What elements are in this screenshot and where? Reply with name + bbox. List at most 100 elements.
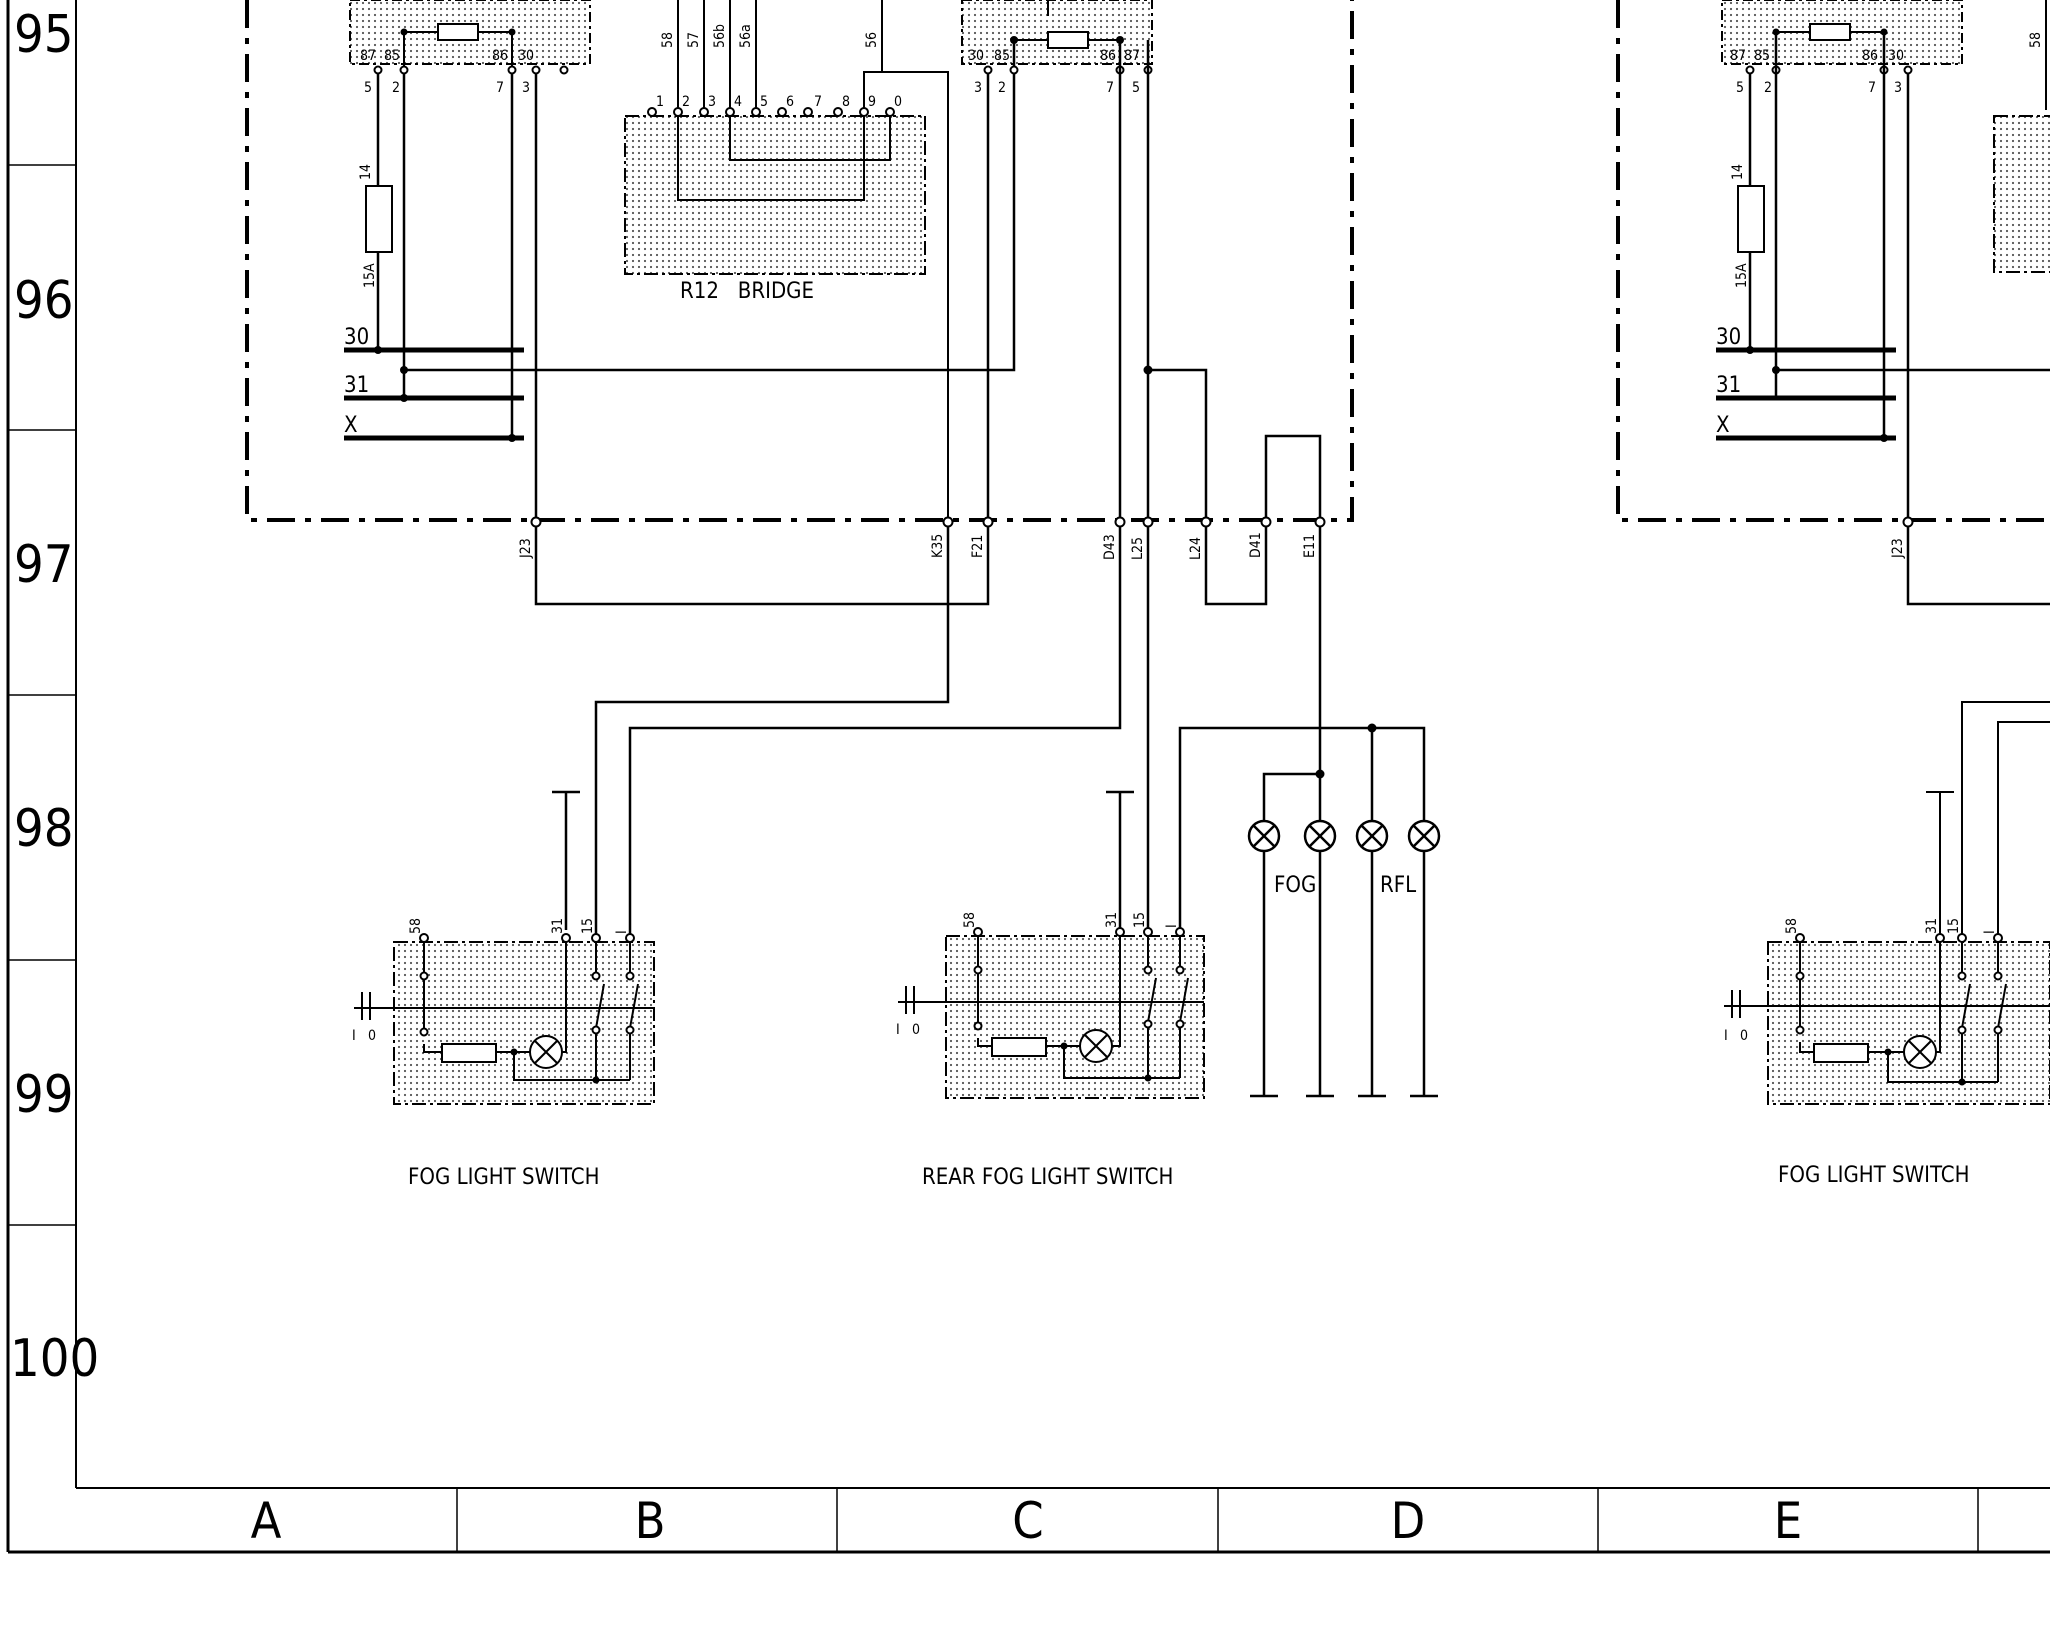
relay-pin-label: 5: [364, 80, 372, 96]
relay-pin-label: 30: [1888, 48, 1904, 64]
bridge-pin-label: 9: [868, 94, 876, 110]
relay-pin-label: 3: [522, 80, 530, 96]
fuse-rating-label: 15A: [362, 263, 378, 288]
bus-label: X: [344, 413, 358, 438]
row-label: 98: [14, 799, 74, 859]
relay-pin-label: 30: [518, 48, 534, 64]
fuse-number-label: 14: [1730, 164, 1746, 180]
connector-label: J23: [518, 538, 534, 559]
bridge-pin-label: 8: [842, 94, 850, 110]
boundary-connectors: J23 K35 F21 D43 L25 L24 D41 E11: [518, 516, 1326, 560]
switch-position-label: I: [1724, 1028, 1728, 1044]
relay-pin-label: 2: [1764, 80, 1772, 96]
switch-position-label: 0: [368, 1028, 376, 1044]
bus-label: 31: [1716, 373, 1741, 398]
bus-label: 30: [1716, 325, 1741, 350]
bridge-pin-label: 4: [734, 94, 742, 110]
row-label: 97: [14, 535, 74, 595]
bridge-label: R12 BRIDGE: [680, 279, 814, 304]
switch-pin-label: 58: [962, 912, 978, 928]
fuse-rating-label: 15A: [1734, 263, 1750, 288]
switch-pin-label: I: [1982, 930, 1998, 934]
lamp-icon: [1247, 819, 1281, 853]
lamp-icon: [1407, 819, 1441, 853]
column-label: B: [635, 1492, 666, 1550]
relay-pin-label: 2: [998, 80, 1006, 96]
row-label: 100: [10, 1329, 99, 1389]
bridge-terminal-label: 56: [864, 32, 880, 48]
bridge-pin-label: 6: [786, 94, 794, 110]
fog-light-switch: 58 31 15 I I 0: [352, 918, 655, 1105]
bridge-terminal-label: 57: [686, 32, 702, 48]
relay-pin-label: 7: [1106, 80, 1114, 96]
switch-pin-label: 31: [1104, 912, 1120, 928]
lamp-icon: [1355, 819, 1389, 853]
switch-position-label: I: [896, 1022, 900, 1038]
relay-pin-label: 5: [1132, 80, 1140, 96]
switch-pin-label: 15: [1946, 918, 1962, 934]
relay-pin-label: 3: [974, 80, 982, 96]
switch-pin-label: 15: [580, 918, 596, 934]
switch-pin-label: I: [1164, 924, 1180, 928]
bridge-pin-label: 5: [760, 94, 768, 110]
relay-pin-label: 87: [1124, 48, 1140, 64]
lamp-icon: [1303, 819, 1337, 853]
relay-center: 30 85 86 87 3 2 7 5: [961, 0, 1322, 520]
bridge-terminal-label: 56a: [738, 24, 754, 48]
relay-pin-label: 86: [1100, 48, 1116, 64]
column-label: A: [251, 1492, 282, 1550]
relay-pin-label: 86: [1862, 48, 1878, 64]
right-duplicate-section: 87 85 86 30 5 2 7 3 14 15A: [1716, 0, 2050, 1105]
switch-pin-label: 58: [1784, 918, 1800, 934]
bridge-pin-label: 0: [894, 94, 902, 110]
column-label: E: [1774, 1492, 1802, 1550]
bus-label: 30: [344, 325, 369, 350]
row-labels: 95 96 97 98 99 100: [10, 5, 99, 1389]
column-label: D: [1391, 1492, 1426, 1550]
connector-label: D41: [1248, 532, 1264, 558]
relay-pin-label: 85: [384, 48, 400, 64]
relay-left: 87 85 86 30 5 2 7 3 14 15A: [344, 0, 1016, 520]
relay-pin-label: 86: [492, 48, 508, 64]
fog-light-switch-caption: FOG LIGHT SWITCH: [408, 1165, 600, 1190]
connector-label: E11: [1302, 534, 1318, 558]
column-label: C: [1012, 1492, 1043, 1550]
switch-pin-label: 31: [1924, 918, 1940, 934]
relay-pin-label: 7: [1868, 80, 1876, 96]
connector-label: K35: [930, 534, 946, 558]
bridge-terminal-label: 58: [2028, 32, 2044, 48]
rear-fog-light-switch: 58 31 15 I I 0: [896, 912, 1205, 1099]
switch-pin-label: 31: [550, 918, 566, 934]
relay-pin-label: 85: [1754, 48, 1770, 64]
connector-label: L25: [1130, 537, 1146, 560]
rear-fog-lamp-label: RFL: [1380, 873, 1416, 898]
bridge-pin-label: 2: [682, 94, 690, 110]
bridge-pin-label: 3: [708, 94, 716, 110]
relay-pin-label: 2: [392, 80, 400, 96]
relay-pin-label: 3: [1894, 80, 1902, 96]
bridge-pin-label: 1: [656, 94, 664, 110]
row-label: 96: [14, 271, 74, 331]
connector-label: L24: [1188, 537, 1204, 560]
relay-pin-label: 5: [1736, 80, 1744, 96]
connector-label: D43: [1102, 534, 1118, 560]
bridge-terminal-label: 56b: [712, 24, 728, 48]
relay-pin-label: 30: [968, 48, 984, 64]
switch-pin-label: I: [614, 930, 630, 934]
switch-position-label: 0: [912, 1022, 920, 1038]
bridge-pin-label: 7: [814, 94, 822, 110]
connector-label: J23: [1890, 538, 1906, 559]
rear-fog-light-switch-caption: REAR FOG LIGHT SWITCH: [922, 1165, 1173, 1190]
fuse-symbol: [365, 185, 393, 253]
bridge-terminal-label: 58: [660, 32, 676, 48]
relay-pin-label: 87: [1730, 48, 1746, 64]
bus-label: X: [1716, 413, 1730, 438]
relay-pin-label: 87: [360, 48, 376, 64]
row-label: 95: [14, 5, 74, 65]
bus-label: 31: [344, 373, 369, 398]
control-unit-boundary: [245, 0, 2050, 522]
switch-pin-label: 58: [408, 918, 424, 934]
row-label: 99: [14, 1065, 74, 1125]
fog-lamps: [1247, 728, 1441, 1098]
